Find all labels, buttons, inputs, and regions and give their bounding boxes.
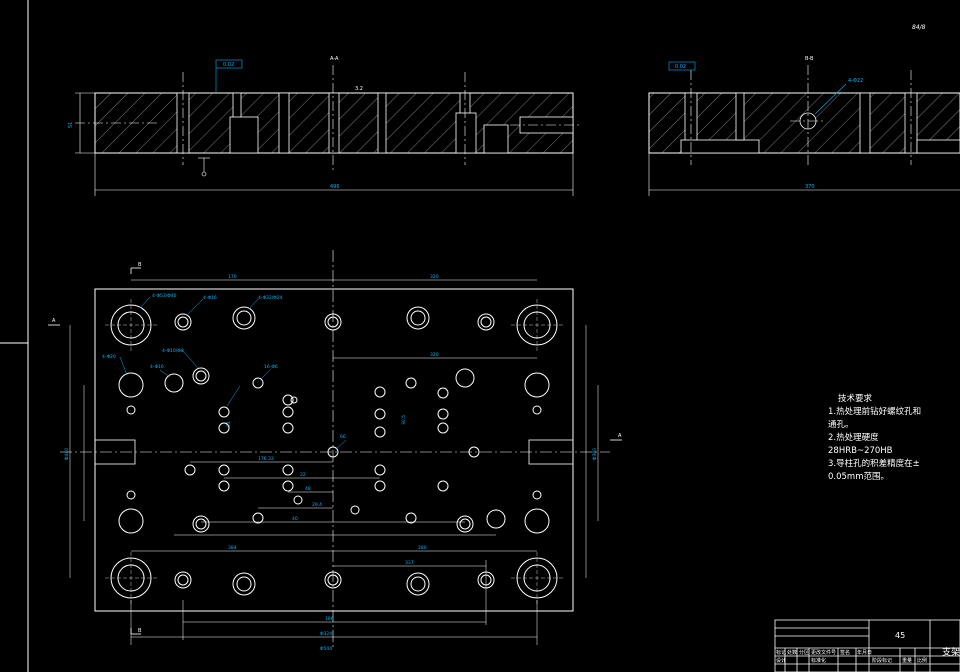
- svg-text:66: 66: [340, 434, 346, 440]
- tb-cell-8: 标准化: [811, 658, 827, 664]
- datum-symbol: [198, 157, 210, 177]
- tb-cell-6: 年月日: [857, 650, 873, 656]
- tb-cell-3: 分区: [799, 650, 810, 656]
- svg-text:176.33: 176.33: [258, 456, 274, 462]
- tech-notes-title: 技术要求: [838, 394, 873, 404]
- tb-cell-4: 更改文件号: [811, 650, 837, 656]
- scale-label: 84/8: [912, 24, 926, 31]
- cut-letter-a-left: A: [52, 318, 56, 324]
- title-block: [774, 619, 960, 672]
- svg-text:337: 337: [405, 560, 414, 566]
- aa-flatness: 0.02: [223, 62, 234, 68]
- tb-cell-5: 签名: [840, 650, 851, 656]
- section-view-aa: 496 51 A-A 0.02 3.2: [68, 56, 580, 196]
- plan-view: [60, 250, 610, 650]
- svg-text:54: 54: [226, 421, 232, 427]
- svg-text:Φ440: Φ440: [64, 448, 70, 460]
- tb-cell-11: 比例: [917, 658, 928, 664]
- svg-text:280: 280: [418, 545, 427, 551]
- svg-text:4-Φ20: 4-Φ20: [102, 354, 116, 360]
- plan-callout-texts: 4-Φ53/Φ40 4-Φ16 4-Φ32/Φ24 4-Φ20 4-Φ16 4-…: [102, 293, 283, 370]
- tech-note-line-4: 28HRB~270HB: [828, 446, 893, 456]
- svg-text:30.5: 30.5: [401, 415, 407, 425]
- plan-outline: [94, 288, 574, 612]
- tb-cell-9: 阶段标记: [872, 658, 893, 664]
- svg-text:170: 170: [228, 274, 237, 280]
- section-view-bb: 370 B-B 4-Φ22 0.02: [648, 56, 960, 196]
- sheet-border: [0, 0, 29, 672]
- svg-text:384: 384: [228, 545, 237, 551]
- svg-text:4-Φ10/Φ8: 4-Φ10/Φ8: [162, 348, 184, 354]
- svg-text:320: 320: [430, 352, 439, 358]
- svg-text:186: 186: [325, 616, 334, 622]
- svg-text:4-Φ16: 4-Φ16: [203, 295, 217, 301]
- svg-text:320: 320: [430, 274, 439, 280]
- svg-text:4-Φ53/Φ40: 4-Φ53/Φ40: [152, 293, 177, 299]
- flatness-frame-aa: [215, 59, 243, 69]
- svg-text:48: 48: [305, 486, 311, 492]
- aa-section-label: A-A: [330, 56, 339, 62]
- flatness-frame-bb: [668, 61, 696, 71]
- bb-width-dim: 370: [805, 184, 815, 190]
- tech-note-line-1: 1.热处理前钻好螺纹孔和: [828, 407, 922, 417]
- tb-cell-7: 设计: [776, 658, 787, 664]
- tech-note-line-5: 3.导柱孔的积差精度在±: [828, 459, 920, 469]
- svg-text:16-Φ6: 16-Φ6: [264, 364, 278, 370]
- aa-roughness: 3.2: [355, 86, 363, 92]
- aa-height-dim: 51: [68, 122, 74, 128]
- svg-text:4-Φ16: 4-Φ16: [150, 364, 164, 370]
- svg-text:Φ324: Φ324: [320, 631, 332, 637]
- tech-note-line-6: 0.05mm范围。: [828, 472, 889, 482]
- tech-notes: 技术要求 1.热处理前钻好螺纹孔和 通孔。 2.热处理硬度 28HRB~270H…: [828, 393, 921, 484]
- cut-letter-a-right: A: [618, 433, 622, 439]
- tb-cell-1: 标记: [776, 650, 787, 656]
- bb-flatness: 0.02: [675, 64, 686, 70]
- svg-text:4-Φ32/Φ24: 4-Φ32/Φ24: [258, 295, 283, 301]
- svg-text:29.4: 29.4: [312, 502, 322, 508]
- cut-letter-b-top: B: [138, 262, 142, 268]
- title-block-project: 支架: [942, 648, 960, 658]
- plan-dimension-texts: 170 320 320 Φ440 Φ360 384 280 337 186 Φ3…: [64, 274, 598, 652]
- tb-cell-2: 处数: [787, 650, 798, 656]
- cut-markers: [48, 267, 622, 635]
- tech-note-line-3: 2.热处理硬度: [828, 433, 879, 443]
- svg-text:Φ360: Φ360: [592, 448, 598, 460]
- svg-text:40: 40: [292, 516, 298, 522]
- title-block-material: 45: [895, 631, 906, 640]
- aa-width-dim: 496: [330, 184, 340, 190]
- bb-section-label: B-B: [805, 56, 814, 62]
- tb-cell-10: 重量: [902, 658, 913, 664]
- tech-note-line-2: 通孔。: [828, 420, 854, 430]
- bb-hole-callout: 4-Φ22: [848, 78, 863, 84]
- svg-text:Φ544: Φ544: [320, 646, 332, 652]
- svg-text:22: 22: [300, 472, 306, 478]
- cut-letter-b-bottom: B: [138, 628, 142, 634]
